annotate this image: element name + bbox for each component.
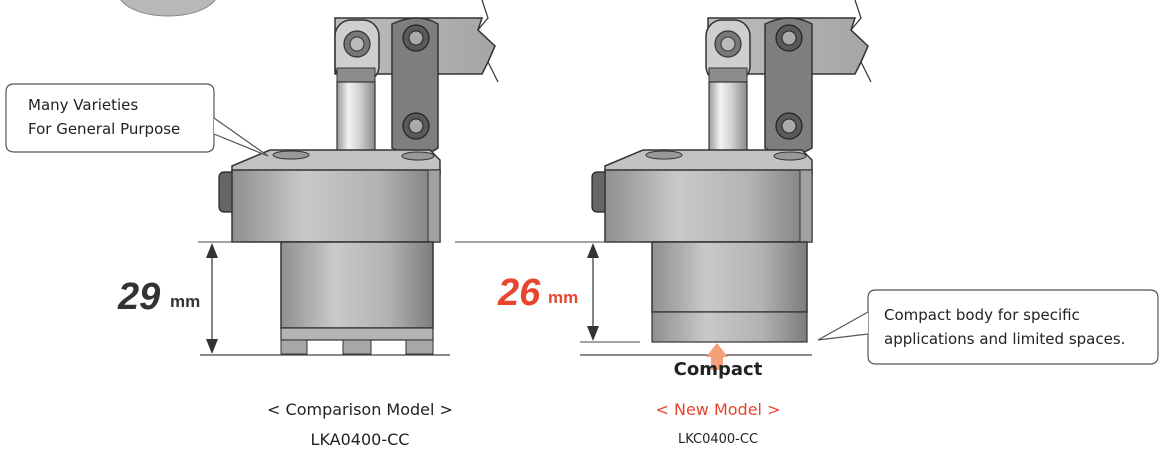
left-callout-line2: For General Purpose [28,120,181,138]
comparison-model-title: < Comparison Model > [267,400,453,419]
comparison-dimension-value: 29 [118,276,161,318]
right-callout-text: Compact body for specific applications a… [884,303,1125,351]
dimension-arrow-26 [587,243,599,341]
right-callout-line2: applications and limited spaces. [884,330,1126,348]
left-callout-text: Many Varieties For General Purpose [28,93,180,141]
dimension-arrow-29 [206,243,218,354]
new-dimension-value: 26 [498,272,541,314]
comparison-model-code: LKA0400-CC [310,430,410,449]
new-dimension-unit: mm [548,288,579,307]
new-model-code: LKC0400-CC [677,432,759,447]
left-callout-bubble [5,83,215,153]
partial-disc-shape [120,0,216,17]
comparison-clamp-drawing [218,0,499,355]
new-clamp-drawing [591,0,872,343]
compact-up-arrow-icon [706,343,728,370]
right-callout-bubble [867,289,1159,365]
comparison-dimension-unit: mm [170,292,201,311]
new-model-title: < New Model > [655,400,781,419]
left-callout-line1: Many Varieties [28,96,139,114]
compact-label: Compact [673,359,763,380]
right-callout-line1: Compact body for specific [884,306,1080,324]
